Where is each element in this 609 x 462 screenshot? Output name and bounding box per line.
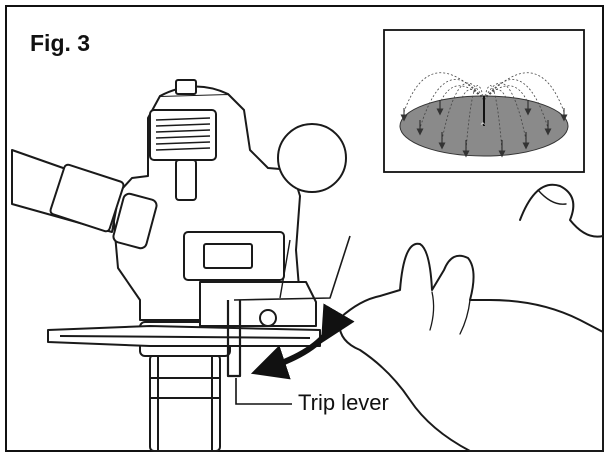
svg-text:^: ^ — [480, 122, 486, 130]
figure-title: Fig. 3 — [30, 30, 91, 56]
callout-leader-line — [235, 378, 292, 405]
trip-lever-label: Trip lever — [298, 390, 389, 415]
rotation-arrow — [250, 303, 355, 380]
spray-pattern-inset: ^ — [383, 29, 585, 173]
hand-illustration — [338, 183, 604, 452]
figure-border — [5, 5, 604, 452]
